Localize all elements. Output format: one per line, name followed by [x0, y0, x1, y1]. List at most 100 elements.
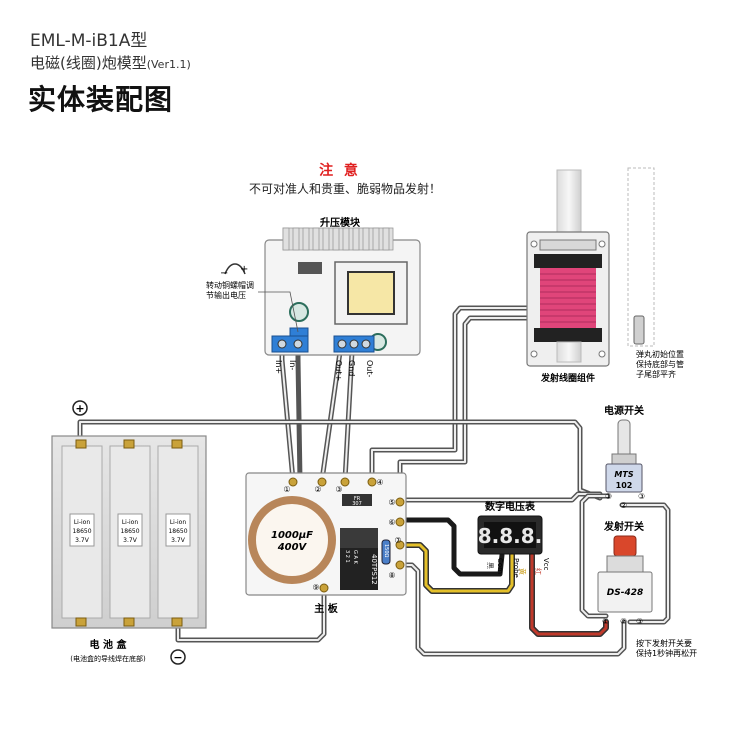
voltmeter-display: 8.8.8.	[478, 524, 543, 548]
coil-assembly-title: 发射线圈组件	[540, 372, 595, 384]
svg-text:3.7V: 3.7V	[171, 537, 186, 544]
product-name-text: 电磁(线圈)炮模型	[30, 54, 147, 72]
toggle-body	[605, 463, 643, 493]
wire-power-to-fire	[579, 493, 611, 619]
notice-title: 注 意	[319, 163, 361, 179]
terminal-label-gnd: Gnd	[347, 360, 356, 376]
voltmeter: 数字电压表 8.8.8. 黑 Com Probe 黄 红 Vcc	[477, 500, 550, 578]
boost-module: 升压模块 In+ In- Out+ Gnd Out-	[206, 216, 421, 381]
barrel-tube-bottom	[556, 341, 582, 363]
wire-voltmeter-yellow	[399, 542, 515, 594]
resistor-label: 150Ω	[383, 544, 389, 558]
terminal-screw	[293, 339, 303, 349]
svg-text:18650: 18650	[72, 528, 91, 535]
power-switch-title: 电源开关	[604, 404, 644, 417]
adjust-note-line2: 节输出电压	[206, 290, 246, 300]
scr-body	[340, 548, 378, 590]
wire-battery-plus	[77, 419, 603, 501]
minus-icon	[170, 649, 186, 665]
version-label: (Ver1.1)	[146, 58, 191, 71]
power-switch-pin-3: ③	[638, 492, 645, 501]
svg-text:18650: 18650	[120, 528, 139, 535]
svg-text:⑥: ⑥	[388, 518, 395, 527]
wire-coil-lead	[369, 305, 535, 503]
terminal-screw	[349, 339, 359, 349]
power-switch-pin-1: ①	[605, 492, 612, 501]
terminal-label-out-minus: Out-	[365, 360, 374, 378]
capacitor-label-line2: 400V	[277, 542, 308, 553]
power-switch-pin-2: ②	[620, 501, 627, 510]
plus-icon	[72, 400, 88, 416]
mount-hole	[598, 350, 606, 358]
wire-voltmeter-red	[529, 552, 609, 637]
wire-voltmeter-black	[399, 517, 505, 577]
mount-hole	[530, 350, 538, 358]
power-switch: 电源开关 MTS 102 ① ② ③	[604, 404, 645, 510]
projectile-note-line1: 弹丸初始位置	[636, 349, 684, 359]
battery-plus-label: +	[75, 402, 84, 415]
svg-text:3.7V: 3.7V	[123, 537, 138, 544]
projectile	[633, 315, 645, 345]
notice-text: 不可对准人和贵重、脆弱物品发射！	[248, 182, 441, 196]
svg-text:③: ③	[335, 485, 342, 494]
transformer-core	[347, 271, 395, 315]
battery-box-note: (电池盒的导线焊在底部)	[70, 654, 146, 663]
adjust-pointer	[258, 291, 299, 333]
svg-text:④: ④	[376, 478, 383, 487]
rotate-minus-icon: −	[220, 268, 228, 279]
fire-switch: 发射开关 DS-428 ① ② ③ 按下发射开关要 保持1秒钟再松开	[597, 520, 697, 658]
adjust-note-line1: 转动铜螺帽调	[206, 280, 254, 290]
coil-assembly: 发射线圈组件 弹丸初始位置 保持底部与管 子尾部平齐	[526, 167, 684, 384]
fire-switch-collar	[606, 555, 644, 573]
coil-winding-lines	[540, 273, 596, 323]
fire-switch-pin-1: ①	[602, 617, 609, 626]
reference-tube	[627, 167, 655, 347]
svg-text:⑦: ⑦	[394, 536, 401, 545]
scr-pin-numbers: 3 2 1	[344, 550, 350, 563]
battery-box: Li-ion 18650 3.7V Li-ion 18650 3.7V Li-i…	[51, 400, 207, 665]
fire-switch-body	[597, 571, 653, 613]
battery-contacts	[75, 439, 183, 627]
svg-text:⑤: ⑤	[388, 498, 395, 507]
product-name: 电磁(线圈)炮模型(Ver1.1)	[30, 52, 191, 73]
svg-text:3.7V: 3.7V	[75, 537, 90, 544]
svg-text:Li-ion: Li-ion	[74, 519, 91, 526]
wire-label-vcc: Vcc	[542, 558, 550, 571]
svg-text:Li-ion: Li-ion	[170, 519, 187, 526]
coil-frame-top	[539, 239, 597, 251]
fire-switch-title: 发射开关	[603, 520, 644, 533]
input-terminal-block	[271, 335, 309, 353]
wire-label-black: 黑	[486, 562, 494, 569]
terminal-label-in-plus: In+	[274, 360, 283, 374]
rotate-icon	[224, 263, 246, 275]
battery-minus-label: −	[173, 651, 182, 664]
diode	[342, 494, 372, 506]
power-switch-label-line2: 102	[616, 481, 633, 490]
svg-text:18650: 18650	[168, 528, 187, 535]
terminal-screw	[277, 339, 287, 349]
wire-switch-right	[619, 502, 671, 625]
voltmeter-title: 数字电压表	[485, 500, 536, 513]
resistor	[381, 539, 391, 565]
wire-in-minus	[295, 347, 303, 483]
main-board-pads: ① ② ③ ④ ⑤ ⑥ ⑦ ⑧ ⑨	[283, 477, 405, 593]
svg-text:①: ①	[283, 485, 290, 494]
coil-flange-top	[534, 254, 602, 268]
fire-button[interactable]	[613, 535, 637, 557]
fire-switch-note-line2: 保持1秒钟再松开	[636, 648, 697, 658]
terminal-label-out-plus: Out+	[334, 360, 343, 381]
battery-cell-labels: Li-ion 18650 3.7V Li-ion 18650 3.7V Li-i…	[69, 513, 191, 547]
wire-label-red: 红	[534, 568, 543, 575]
diode-label-line2: 307	[352, 501, 362, 507]
svg-text:⑧: ⑧	[388, 571, 395, 580]
mount-hole	[598, 240, 606, 248]
wire-pad8	[399, 562, 627, 657]
fire-switch-note-line1: 按下发射开关要	[636, 638, 692, 648]
wire-label-probe: Probe	[512, 558, 520, 578]
mount-hole	[530, 240, 538, 248]
wire-out-plus	[319, 349, 343, 483]
main-capacitor	[248, 496, 336, 584]
rotate-plus-icon: +	[240, 264, 248, 275]
main-board: 1000μF 400V FR 307 40TPS12 3 2 1 G A K 1…	[245, 472, 407, 615]
